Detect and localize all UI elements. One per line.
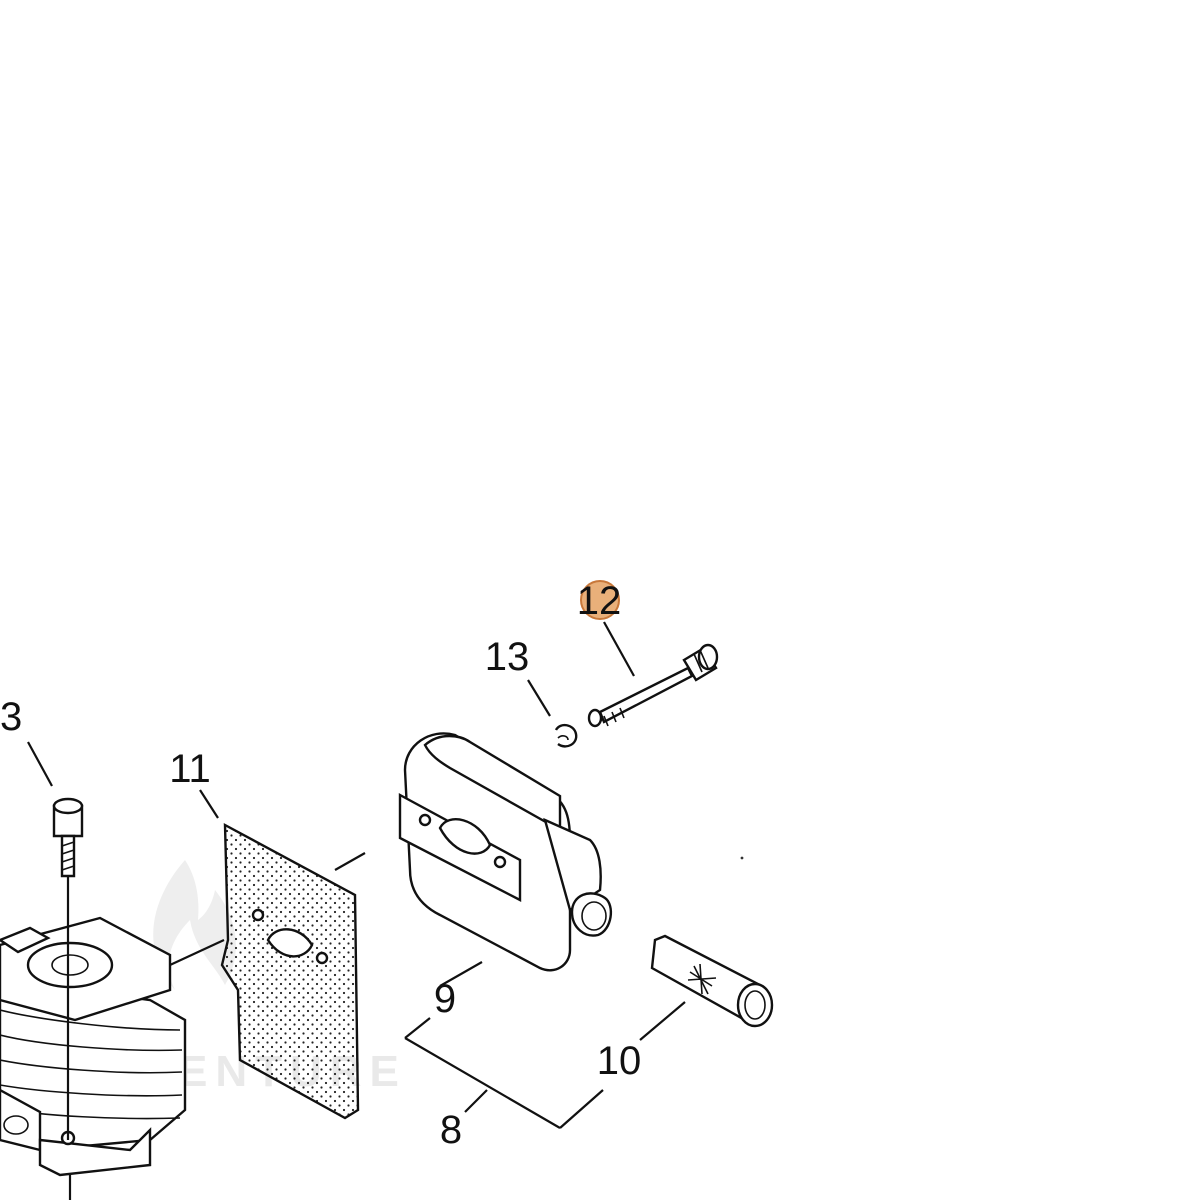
callout-13[interactable]: 13 [485,635,530,679]
callout-9[interactable]: 9 [434,977,456,1021]
cylinder [0,916,187,1200]
highlight-marker [580,580,620,620]
spark-arrestor-part-10 [650,934,774,1028]
callout-8[interactable]: 8 [440,1108,462,1152]
bolt-part-3 [52,797,84,1140]
flame-watermark-icon [153,860,236,990]
gasket-part-11 [169,822,366,1120]
bolt-part-12 [587,643,719,728]
callout-11[interactable]: 11 [169,747,211,791]
callout-10[interactable]: 10 [597,1039,642,1083]
clip-part-13 [554,723,578,748]
callout-12[interactable]: 12 [577,579,622,623]
leader-lines [27,621,686,1129]
callout-3[interactable]: 3 [0,695,22,739]
muffler-part-9 [398,732,744,972]
